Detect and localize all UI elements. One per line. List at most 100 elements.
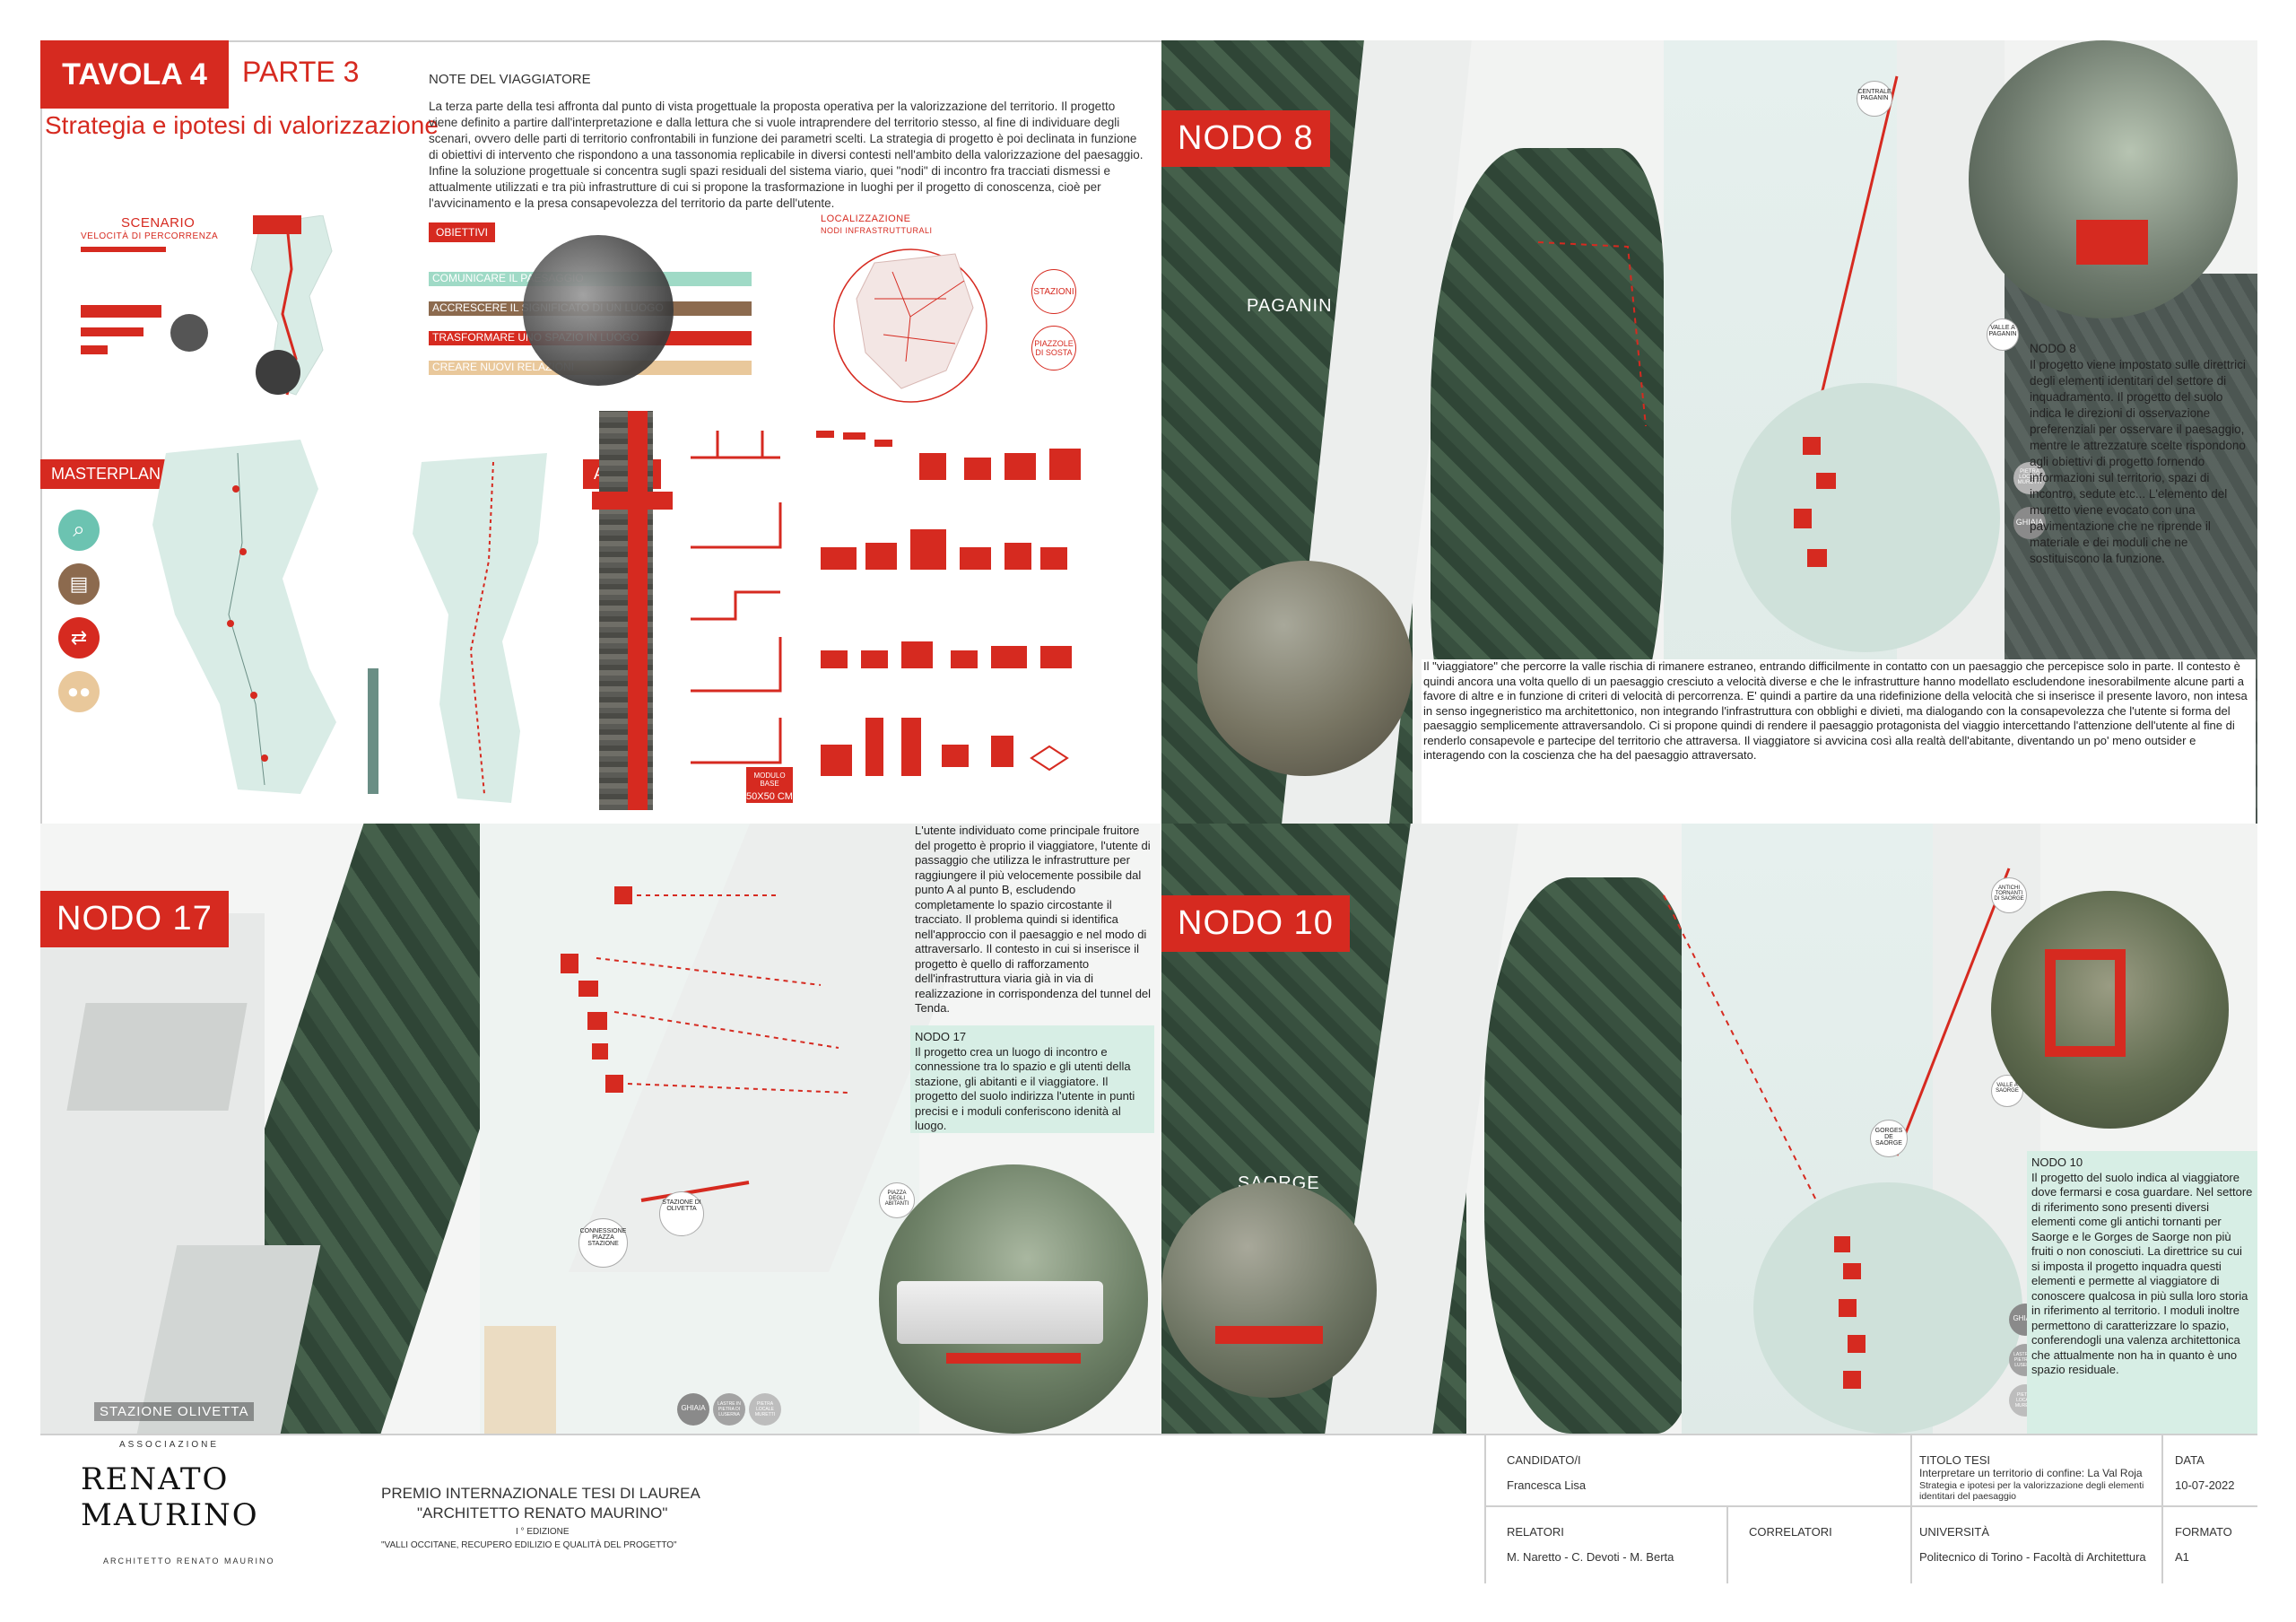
abaco-red-bar bbox=[628, 411, 648, 810]
scenario-title: SCENARIO bbox=[121, 215, 196, 231]
viaggiatore-panel bbox=[1422, 659, 2256, 824]
nodo8-zoom-modules bbox=[1794, 437, 1836, 567]
train-module bbox=[946, 1353, 1081, 1364]
nodo8-description: NODO 8 Il progetto viene impostato sulle… bbox=[2030, 341, 2249, 567]
titolo-sub: Strategia e ipotesi per la valorizzazion… bbox=[1919, 1480, 2144, 1502]
legend-strip bbox=[484, 1326, 556, 1434]
relatori-value: M. Naretto - C. Devoti - M. Berta bbox=[1507, 1550, 1674, 1564]
relatori-label: RELATORI bbox=[1507, 1525, 1564, 1539]
masterplan-map bbox=[152, 440, 378, 794]
nodo8-panel: NODO 8 PAGANIN CENTRALE PAGANIN VALLE A … bbox=[1161, 40, 2257, 824]
nodo17-panel: NODO 17 STAZIONE OLIVETTA STAZIONE DI OL… bbox=[40, 824, 1161, 1434]
nodo10-label: NODO 10 bbox=[1161, 895, 1350, 952]
nodo10-frame-photo bbox=[1991, 891, 2229, 1129]
obiettivi-title: OBIETTIVI bbox=[429, 222, 496, 242]
premio-title: PREMIO INTERNAZIONALE TESI DI LAUREA bbox=[381, 1485, 700, 1502]
bench-module bbox=[1215, 1326, 1323, 1344]
legend-bar bbox=[81, 327, 144, 336]
tavola-badge: TAVOLA 4 bbox=[40, 40, 229, 109]
nodo10-bench-photo bbox=[1161, 1182, 1377, 1398]
callout-gorges: GORGES DE SAORGE bbox=[1870, 1120, 1908, 1157]
tag-piazzole: PIAZZOLE DI SOSTA bbox=[1031, 326, 1076, 371]
nodo10-panel: NODO 10 SAORGE ANTICHI TORNANTI DI SAORG… bbox=[1161, 824, 2257, 1434]
nodo10-overlay bbox=[1663, 868, 2011, 1219]
nodo17-description: NODO 17 Il progetto crea un luogo di inc… bbox=[910, 1025, 1154, 1133]
tema: "VALLI OCCITANE, RECUPERO EDILIZIO E QUA… bbox=[381, 1540, 677, 1550]
logo-text: RENATO MAURINO bbox=[81, 1461, 259, 1533]
titolo-value: Interpretare un territorio di confine: L… bbox=[1919, 1467, 2143, 1479]
callout-stazione: STAZIONE DI OLIVETTA bbox=[659, 1191, 704, 1236]
footer: ASSOCIAZIONE RENATO MAURINO ARCHITETTO R… bbox=[40, 1434, 2257, 1583]
tavola-label: TAVOLA 4 bbox=[62, 57, 207, 92]
stop-pietra: PIETRA LOCALE MURETTI bbox=[2013, 462, 2046, 494]
page-subtitle: Strategia e ipotesi di valorizzazione bbox=[45, 111, 439, 139]
nodo10-desc-title: NODO 10 bbox=[2031, 1155, 2083, 1169]
data-value: 10-07-2022 bbox=[2175, 1478, 2235, 1492]
search-icon: ⌕ bbox=[58, 510, 100, 551]
nodo10-description: NODO 10 Il progetto del suolo indica al … bbox=[2027, 1151, 2257, 1434]
note-title: NOTE DEL VIAGGIATORE bbox=[429, 72, 591, 87]
train-shape bbox=[897, 1281, 1103, 1344]
nodo8-overlay bbox=[1537, 75, 1899, 427]
footer-divider bbox=[2161, 1435, 2163, 1583]
stop-pietra: PIETRA LOCALE MURETTI bbox=[749, 1393, 781, 1426]
legend-bar bbox=[81, 305, 161, 318]
masterplan-map-2 bbox=[413, 453, 547, 803]
footer-divider bbox=[1484, 1435, 1486, 1583]
masterplan-title: MASTERPLAN bbox=[40, 459, 172, 489]
scenario-subtitle: VELOCITÀ DI PERCORRENZA bbox=[81, 231, 219, 241]
nodo17-label: NODO 17 bbox=[40, 891, 229, 947]
abaco-modules bbox=[816, 431, 1081, 776]
premio-name: "ARCHITETTO RENATO MAURINO" bbox=[417, 1504, 668, 1522]
forest-area bbox=[1484, 877, 1700, 1434]
correlatori-label: CORRELATORI bbox=[1749, 1525, 1832, 1539]
stop-lastre: LASTRE IN PIETRA DI LUSERNA bbox=[713, 1393, 745, 1426]
nodo8-photo bbox=[1969, 40, 2238, 318]
assoc-top: ASSOCIAZIONE bbox=[119, 1440, 220, 1450]
legend-bar bbox=[81, 345, 108, 354]
footer-divider bbox=[1484, 1505, 2257, 1507]
universita-label: UNIVERSITÀ bbox=[1919, 1525, 1990, 1539]
nodo8-desc-title: NODO 8 bbox=[2030, 342, 2076, 355]
stop-ghiaia: GHIAIA bbox=[2013, 507, 2046, 539]
callout-piazza: PIAZZA DEGLI ABITANTI bbox=[879, 1182, 915, 1218]
obiettivi-photo bbox=[523, 235, 674, 386]
localizzazione-map bbox=[833, 249, 987, 403]
scenario-block: SCENARIO VELOCITÀ DI PERCORRENZA bbox=[81, 215, 350, 413]
titolo-label: TITOLO TESI bbox=[1919, 1453, 1990, 1467]
modulo-size: 50X50 CM bbox=[746, 791, 793, 802]
stop-ghiaia: GHIAIA bbox=[677, 1393, 709, 1426]
people-icon: ●● bbox=[58, 671, 100, 712]
note-body: La terza parte della tesi affronta dal p… bbox=[429, 100, 1144, 210]
nodo8-cyclist-photo bbox=[1197, 561, 1413, 776]
edizione: I ° EDIZIONE bbox=[516, 1527, 570, 1537]
footer-divider bbox=[1910, 1435, 1912, 1583]
nodo10-zoom-circle bbox=[1753, 1182, 2022, 1434]
modulo-badge: MODULO BASE 50X50 CM bbox=[746, 767, 793, 803]
callout-connessione: CONNESSIONE PIAZZA STAZIONE bbox=[578, 1218, 628, 1268]
assoc-bottom: ARCHITETTO RENATO MAURINO bbox=[103, 1557, 275, 1565]
nodo10-zoom-modules bbox=[1834, 1236, 1866, 1389]
candidato-label: CANDIDATO/I bbox=[1507, 1453, 1581, 1467]
formato-value: A1 bbox=[2175, 1550, 2189, 1564]
scenario-photo bbox=[256, 350, 300, 395]
nodo8-zoom-circle bbox=[1731, 383, 2000, 652]
book-icon: ▤ bbox=[58, 563, 100, 605]
legend-bar bbox=[81, 247, 166, 252]
callout-centrale: CENTRALE PAGANIN bbox=[1857, 81, 1892, 117]
localizzazione-subtitle: NODI INFRASTRUTTURALI bbox=[821, 226, 933, 235]
nodo17-intro: L'utente individuato come principale fru… bbox=[915, 824, 1152, 1015]
footer-divider bbox=[1726, 1505, 1728, 1583]
masterplan-icons: ⌕ ▤ ⇄ ●● bbox=[58, 510, 103, 716]
formato-label: FORMATO bbox=[2175, 1525, 2232, 1539]
association-logo: RENATO MAURINO bbox=[81, 1457, 296, 1538]
frame-module bbox=[2045, 949, 2126, 1057]
data-label: DATA bbox=[2175, 1453, 2205, 1467]
nodo8-photo-module bbox=[2076, 220, 2148, 265]
abaco-red-cross bbox=[592, 492, 673, 510]
callout-tornanti: ANTICHI TORNANTI DI SAORGE bbox=[1991, 877, 2027, 913]
obiettivi-block: OBIETTIVI COMUNICARE IL PAESAGGIO ACCRES… bbox=[429, 222, 761, 393]
nodo8-label: NODO 8 bbox=[1161, 110, 1330, 167]
localizzazione-block: LOCALIZZAZIONE NODI INFRASTRUTTURALI STA… bbox=[821, 214, 1090, 403]
candidato-value: Francesca Lisa bbox=[1507, 1478, 1587, 1492]
